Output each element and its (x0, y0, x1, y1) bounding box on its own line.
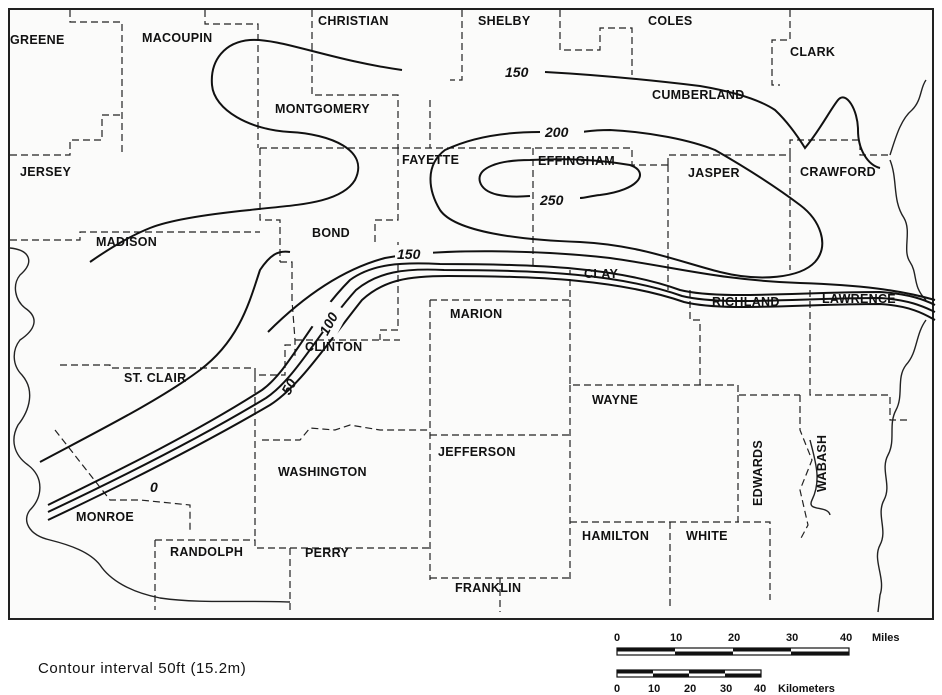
contour-label-150-north: 150 (505, 64, 529, 80)
map-frame (8, 8, 934, 620)
county-label-crawford: CRAWFORD (800, 165, 876, 179)
county-label-shelby: SHELBY (478, 14, 531, 28)
county-label-hamilton: HAMILTON (582, 529, 649, 543)
scale-km-tick-30: 30 (720, 683, 732, 695)
county-label-lawrence: LAWRENCE (822, 292, 896, 306)
county-label-macoupin: MACOUPIN (142, 31, 212, 45)
contour-200 (429, 128, 824, 279)
county-label-cumberland: CUMBERLAND (652, 88, 745, 102)
contour-0 (47, 274, 936, 521)
scale-miles-tick-20: 20 (728, 632, 740, 644)
contour-50 (47, 268, 936, 513)
contour-west-loop (39, 250, 291, 463)
county-label-coles: COLES (648, 14, 693, 28)
county-label-wayne: WAYNE (592, 393, 638, 407)
contour-150-north (89, 38, 403, 263)
county-label-madison: MADISON (96, 235, 157, 249)
county-label-bond: BOND (312, 226, 350, 240)
contour-label-250: 250 (539, 192, 564, 208)
county-label-jefferson: JEFFERSON (438, 445, 516, 459)
county-label-wabash: WABASH (815, 435, 829, 492)
county-label-monroe: MONROE (76, 510, 134, 524)
contour-150-north-east (544, 71, 881, 169)
scale-bar-kilometers: 0 10 20 30 40 Kilometers (614, 669, 835, 695)
county-label-jersey: JERSEY (20, 165, 71, 179)
county-label-jasper: JASPER (688, 166, 740, 180)
county-label-clark: CLARK (790, 45, 835, 59)
scale-km-tick-40: 40 (754, 683, 766, 695)
county-label-clinton: CLINTON (305, 340, 362, 354)
county-label-marion: MARION (450, 307, 503, 321)
scale-km-tick-10: 10 (648, 683, 660, 695)
county-labels: GREENE MACOUPIN CHRISTIAN SHELBY COLES C… (10, 14, 896, 595)
county-label-richland: RICHLAND (712, 295, 780, 309)
contour-lines (39, 38, 936, 521)
county-label-greene: GREENE (10, 33, 65, 47)
contour-label-50: 50 (278, 376, 300, 397)
county-label-clay: CLAY (584, 267, 618, 281)
scale-miles-tick-40: 40 (840, 632, 852, 644)
scale-miles-tick-0: 0 (614, 632, 620, 644)
contour-100 (47, 262, 936, 506)
contour-250 (478, 158, 641, 199)
county-label-perry: PERRY (305, 546, 349, 560)
county-label-franklin: FRANKLIN (455, 581, 521, 595)
scale-bar-miles: 0 10 20 30 40 Miles (614, 632, 900, 656)
contour-label-150-south: 150 (397, 246, 421, 262)
scale-km-tick-0: 0 (614, 683, 620, 695)
county-label-white: WHITE (686, 529, 728, 543)
contour-150-south (267, 250, 936, 333)
county-label-fayette: FAYETTE (402, 153, 459, 167)
county-label-montgomery: MONTGOMERY (275, 102, 370, 116)
county-label-effingham: EFFINGHAM (538, 154, 615, 168)
scale-miles-unit: Miles (872, 632, 900, 644)
contour-labels: 150 200 250 150 100 50 0 (150, 62, 584, 495)
contour-label-0: 0 (150, 479, 158, 495)
county-label-christian: CHRISTIAN (318, 14, 389, 28)
scale-km-unit: Kilometers (778, 683, 835, 695)
scale-km-tick-20: 20 (684, 683, 696, 695)
county-label-randolph: RANDOLPH (170, 545, 243, 559)
state-boundary (9, 79, 927, 613)
county-label-edwards: EDWARDS (751, 440, 765, 506)
contour-label-200: 200 (544, 124, 569, 140)
county-label-st-clair: ST. CLAIR (124, 371, 186, 385)
contour-interval-note: Contour interval 50ft (15.2m) (38, 660, 247, 677)
county-boundaries (10, 10, 910, 612)
county-label-washington: WASHINGTON (278, 465, 367, 479)
scale-miles-tick-10: 10 (670, 632, 682, 644)
scale-miles-tick-30: 30 (786, 632, 798, 644)
